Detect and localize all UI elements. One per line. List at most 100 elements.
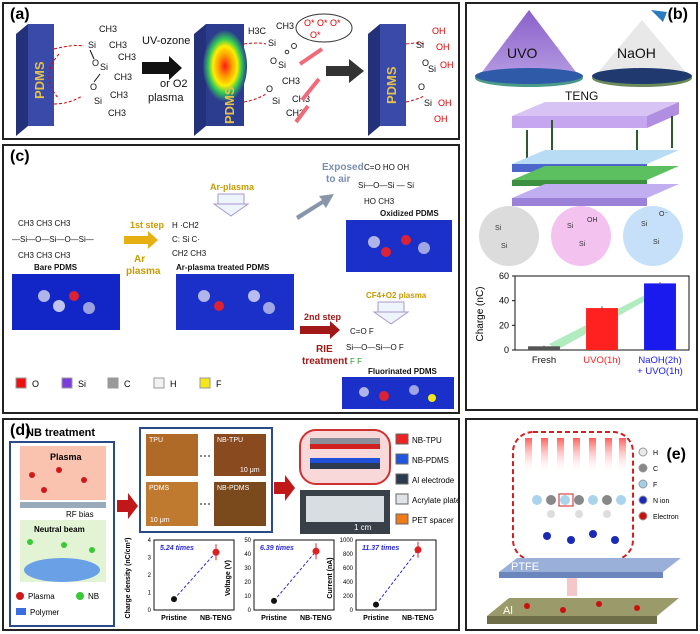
species-legend-label: F — [653, 482, 657, 489]
arrow-a-2 — [326, 59, 364, 83]
nb-particles — [27, 539, 95, 553]
device-legend-label: Al electrode — [412, 476, 455, 485]
svg-text:CH3: CH3 — [114, 72, 132, 82]
scale-1cm: 1 cm — [354, 523, 372, 532]
svg-text:H ·CH2: H ·CH2 — [172, 221, 199, 230]
mini-chart-ylabel: Current (nA) — [327, 557, 334, 598]
ozone-cloud: O* O* O* O* — [284, 13, 353, 55]
ar-treated-structure: H ·CH2 C: Si C· CH2 CH3 Ar-plasma treate… — [172, 221, 270, 272]
mini-chart-point-pristine — [373, 601, 379, 608]
svg-text:—Si—O—Si—O—Si—: —Si—O—Si—O—Si— — [12, 235, 94, 244]
svg-text:Plasma: Plasma — [28, 592, 55, 601]
device-legend-swatch — [395, 493, 409, 505]
svg-text:OH: OH — [434, 114, 448, 124]
polymer-sample — [24, 558, 100, 582]
svg-text:H3C: H3C — [248, 26, 267, 36]
svg-text:O⁻: O⁻ — [659, 211, 668, 218]
svg-text:Si: Si — [278, 60, 286, 70]
device-legend-swatch — [395, 473, 409, 485]
nb-legend: Plasma NB Polymer — [16, 592, 99, 617]
mini-chart-tick: 4 — [148, 538, 152, 544]
svg-text:CH3: CH3 — [118, 52, 136, 62]
molecule-blob-3 — [368, 235, 430, 257]
mini-chart-xlabel: Pristine — [161, 615, 187, 622]
molecule-blob-1 — [38, 290, 95, 314]
svg-text:Si: Si — [428, 64, 436, 74]
species-legend-dot — [638, 447, 648, 457]
arrow-d-1 — [117, 493, 138, 519]
svg-text:Si: Si — [579, 241, 586, 248]
svg-text:C=O F: C=O F — [350, 327, 374, 336]
rf-bias-grid — [20, 502, 106, 508]
x-tick-label: Fresh — [532, 355, 556, 366]
svg-text:CH3 CH3 CH3: CH3 CH3 CH3 — [18, 219, 71, 228]
svg-text:Ar: Ar — [134, 254, 145, 265]
x-tick-label: + UVO(1h) — [637, 366, 683, 377]
device-legend-label: Acrylate plate — [412, 496, 458, 505]
mini-chart-frame — [153, 539, 235, 611]
svg-text:Si: Si — [495, 225, 502, 232]
mini-chart-tick: 10 — [244, 594, 251, 600]
uvo-cone: UVO — [475, 10, 583, 87]
al-label: Al — [503, 605, 513, 617]
svg-text:O* O* O*: O* O* O* — [304, 18, 341, 28]
pdms-label-3: PDMS — [384, 66, 399, 104]
mini-chart-trend — [173, 551, 217, 600]
species-legend-dot — [638, 479, 648, 489]
y-tick-label: 60 — [499, 271, 509, 281]
device-legend-swatch — [395, 513, 409, 525]
plasma-particles — [29, 467, 87, 493]
svg-text:to air: to air — [326, 174, 351, 185]
mini-chart-factor: 5.24 times — [160, 545, 194, 552]
ptfe-edge — [499, 572, 663, 578]
mini-chart-tick: 20 — [244, 580, 251, 586]
pdms-label-1: PDMS — [32, 61, 47, 99]
mini-chart-ylabel: Charge density (nC/cm²) — [125, 538, 132, 619]
legend-label: O — [32, 379, 39, 389]
svg-text:treatment: treatment — [302, 356, 348, 367]
ozone-attack-arrows — [294, 47, 324, 124]
mini-chart-tick: 40 — [244, 552, 251, 558]
legend-swatch — [199, 377, 211, 389]
panel-c-diagram: CH3 CH3 CH3 —Si—O—Si—O—Si— CH3 CH3 CH3 B… — [12, 162, 454, 409]
panel-c: (c) CH3 CH3 CH3 —Si—O—Si—O—Si— CH3 CH3 C… — [2, 144, 460, 414]
svg-text:TPU: TPU — [149, 437, 163, 444]
svg-text:Si: Si — [100, 62, 108, 72]
svg-text:O: O — [266, 84, 273, 94]
y-tick-label: 0 — [504, 345, 509, 355]
svg-text:OH: OH — [440, 60, 454, 70]
exposed-air-arrow: Exposed to air — [296, 162, 364, 220]
svg-text:F F: F F — [350, 357, 362, 366]
legend-label: Si — [78, 379, 86, 389]
fluorinated-model — [342, 377, 454, 409]
mini-chart-xlabel: NB-TENG — [200, 615, 232, 622]
svg-text:CH3: CH3 — [282, 76, 300, 86]
afm-images: TPU NB-TPU 10 μm PDMS 10 μm NB-PDMS — [146, 434, 266, 526]
bar — [586, 308, 618, 350]
svg-text:plasma: plasma — [126, 266, 161, 277]
svg-text:Si: Si — [567, 223, 574, 230]
mini-chart-factor: 11.37 times — [362, 545, 399, 552]
bare-pdms-model — [12, 274, 120, 330]
pdms-slab-2: PDMS — [194, 24, 247, 136]
teng-device: 1 cm — [299, 429, 391, 534]
svg-text:OH: OH — [438, 98, 452, 108]
step2-arrow: 2nd step RIE treatment — [300, 312, 348, 367]
teng-stack: TENG — [512, 89, 679, 206]
arrow-d-2 — [274, 475, 295, 501]
svg-text:Si: Si — [268, 38, 276, 48]
mini-chart-factor: 6.39 times — [260, 545, 294, 552]
ptfe-label: PTFE — [511, 561, 539, 573]
panel-d: (d) NB treatment Plasma RF bias Neutral … — [2, 418, 461, 631]
al-edge — [487, 616, 657, 624]
svg-text:Si: Si — [88, 40, 96, 50]
cf4-plasma-indicator: CF4+O2 plasma — [366, 291, 427, 325]
y-tick-label: 40 — [499, 296, 509, 306]
svg-text:TENG: TENG — [565, 89, 598, 103]
legend-swatch — [15, 377, 27, 389]
svg-text:O: O — [92, 58, 99, 68]
legend-swatch — [153, 377, 165, 389]
